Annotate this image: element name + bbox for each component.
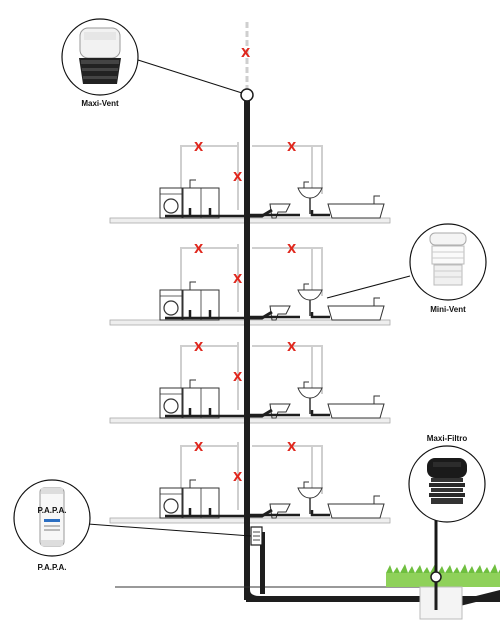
blocked-x-icon: X [194, 340, 204, 354]
vent-loop-right [252, 345, 323, 394]
maxi-filtro-ring [430, 571, 442, 583]
blocked-x-icon: X [233, 170, 243, 184]
blocked-x-icon: X [194, 242, 204, 256]
blocked-x-icon: X [287, 140, 297, 154]
callout-mini-vent: Mini-Vent [326, 223, 487, 314]
appliance-drain [165, 508, 244, 518]
grass-strip [386, 573, 500, 587]
tap-icon [373, 495, 380, 504]
bathtub-icon [327, 305, 385, 321]
inspection-chamber [419, 586, 463, 620]
vent-loop-right [252, 145, 323, 194]
branch-drain [250, 510, 330, 517]
washing-machine-door [163, 300, 179, 316]
mini-vent-product-icon [429, 232, 467, 286]
tap-icon [303, 181, 309, 188]
tap-icon [373, 297, 380, 306]
sewer-pipe [246, 596, 500, 602]
blocked-x-icon: X [194, 440, 204, 454]
basin-icon [297, 289, 323, 301]
callout-maxi-vent: Maxi-Vent [61, 18, 243, 108]
main-stack-pipe [244, 92, 250, 600]
tap-icon [189, 179, 196, 188]
branch-drain [250, 210, 330, 217]
leader-line [326, 275, 411, 299]
washing-machine-door [163, 398, 179, 414]
bathtub-icon [327, 203, 385, 219]
label-papa: P.A.P.A. [37, 563, 66, 572]
maxi-vent-inlet-ring [240, 88, 254, 102]
maxi-filtro-product-icon [427, 458, 467, 504]
blocked-x-icon: X [287, 340, 297, 354]
blocked-x-icon: X [233, 470, 243, 484]
vent-loop-right [252, 247, 323, 296]
vent-loop-left [180, 145, 239, 210]
tap-icon [303, 283, 309, 290]
tap-icon [303, 381, 309, 388]
vent-loop-left [180, 445, 239, 510]
blocked-x-icon: X [287, 440, 297, 454]
appliance-drain [165, 208, 244, 218]
blocked-x-icon: X [233, 272, 243, 286]
vent-loop-left [180, 345, 239, 410]
basin-icon [297, 387, 323, 399]
papa-product-icon: P.A.P.A. [37, 487, 67, 547]
label-maxi-vent: Maxi-Vent [81, 99, 119, 108]
tap-icon [189, 281, 196, 290]
basin-icon [297, 187, 323, 199]
basin-icon [297, 487, 323, 499]
vent-loop-left [180, 247, 239, 312]
callout-maxi-filtro: Maxi-Filtro [408, 434, 486, 570]
tap-icon [189, 379, 196, 388]
blocked-x-icon: X [194, 140, 204, 154]
stack-to-sewer-bend [244, 590, 260, 602]
vent-loop-right [252, 445, 323, 494]
blocked-x-icon: X [287, 242, 297, 256]
bathtub-icon [327, 403, 385, 419]
label-maxi-filtro: Maxi-Filtro [427, 434, 468, 443]
label-mini-vent: Mini-Vent [430, 305, 466, 314]
papa-body-text: P.A.P.A. [37, 506, 66, 515]
tap-icon [373, 395, 380, 404]
blocked-x-icon: X [241, 46, 251, 60]
bathtub-icon [327, 503, 385, 519]
leader-line [87, 523, 252, 537]
branch-drain [250, 410, 330, 417]
tap-icon [373, 195, 380, 204]
grass-blades [386, 564, 500, 573]
leader-line [137, 59, 243, 94]
appliance-drain [165, 310, 244, 320]
branch-drain [250, 312, 330, 319]
tap-icon [303, 481, 309, 488]
maxi-vent-product-icon [79, 27, 121, 84]
callout-papa: P.A.P.A. P.A.P.A. [13, 479, 252, 572]
washing-machine-door [163, 498, 179, 514]
appliance-drain [165, 408, 244, 418]
tap-icon [189, 479, 196, 488]
secondary-drain-pipe [260, 532, 265, 594]
blocked-x-icon: X [233, 370, 243, 384]
washing-machine-door [163, 198, 179, 214]
